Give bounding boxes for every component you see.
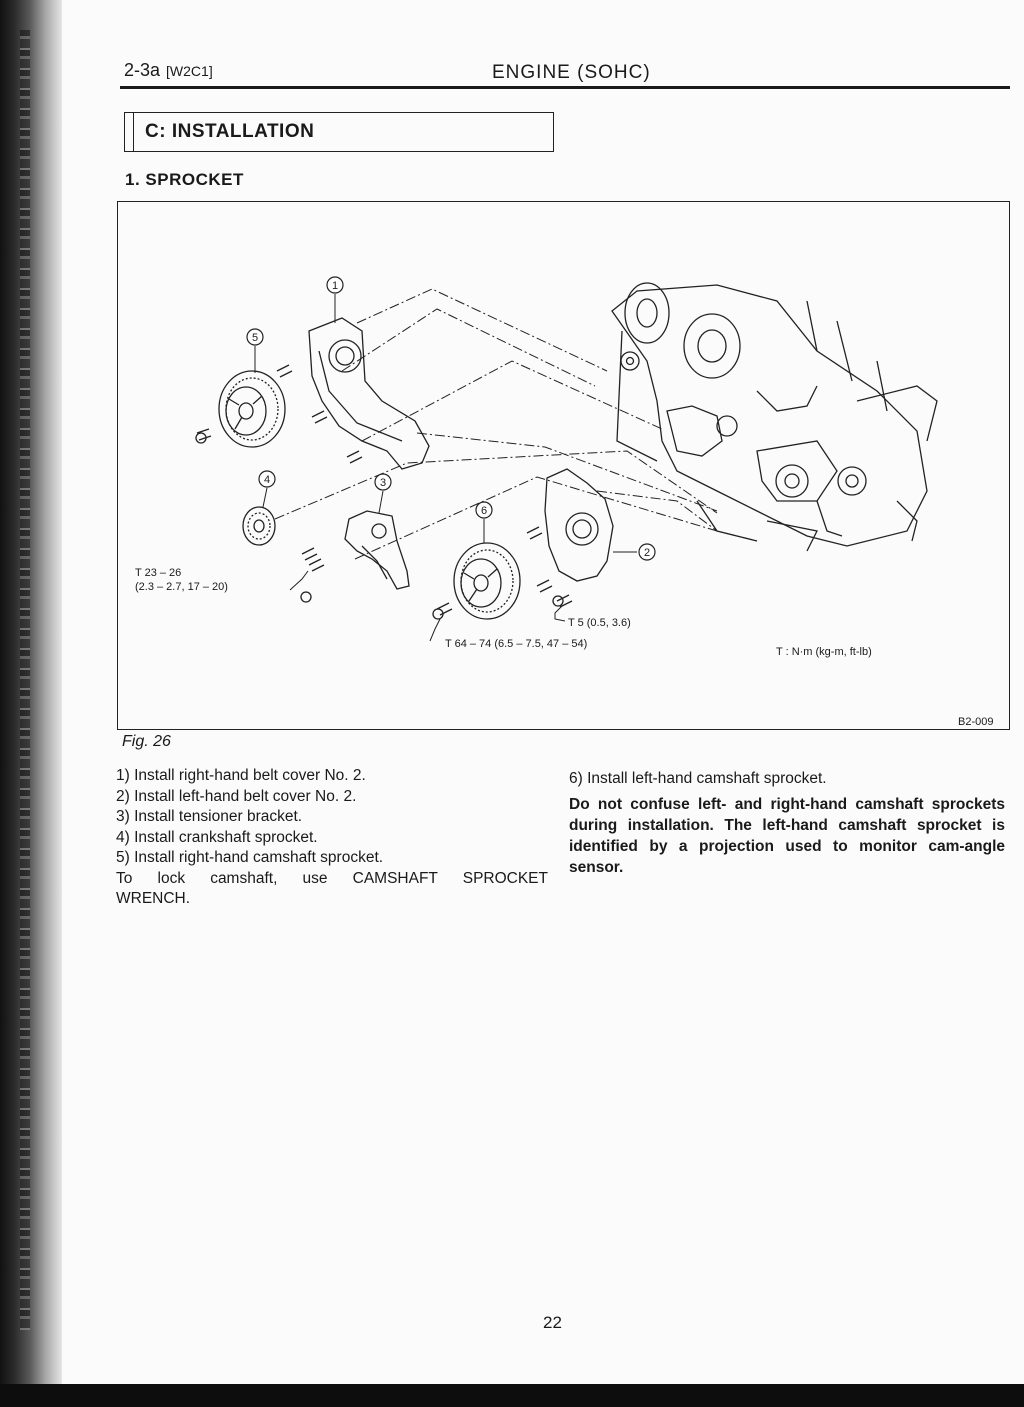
torque-legend: T : N·m (kg-m, ft-lb) <box>776 646 872 658</box>
figure-caption: Fig. 26 <box>122 733 171 750</box>
page-header-left: 2-3a [W2C1] <box>124 60 213 81</box>
page-number: 22 <box>543 1313 562 1332</box>
step-2: 2) Install left-hand belt cover No. 2. <box>116 787 357 805</box>
lh-cam-sprocket-part <box>453 542 521 620</box>
callout-5-label: 5 <box>252 332 258 344</box>
tensioner-bracket-part <box>344 510 410 590</box>
section-box-edge <box>125 113 134 151</box>
torque-spec-1-line1: T 23 – 26 <box>135 567 182 579</box>
step-4: 4) Install crankshaft sprocket. <box>116 828 318 846</box>
torque-spec-1: T 23 – 26 (2.3 – 2.7, 17 – 20) <box>135 566 228 594</box>
header-rule <box>120 86 1010 89</box>
alignment-lines <box>274 288 758 560</box>
step-5: 5) Install right-hand camshaft sprocket. <box>116 849 384 866</box>
page-header-title: ENGINE (SOHC) <box>492 62 651 83</box>
step-6: 6) Install left-hand camshaft sprocket. <box>569 770 827 787</box>
rh-cam-sprocket-part <box>218 370 286 448</box>
procedure-right-column: 6) Install left-hand camshaft sprocket. … <box>569 768 1005 878</box>
subsection-title: 1. SPROCKET <box>125 170 244 189</box>
lh-belt-cover-part <box>544 468 614 582</box>
callout-6-label: 6 <box>481 505 487 517</box>
callout-2: 2 <box>638 543 656 561</box>
callout-3: 3 <box>374 473 392 491</box>
figure-code: B2-009 <box>958 716 994 728</box>
callout-leaders <box>254 294 637 642</box>
exploded-view-diagram: 1 2 3 4 5 6 <box>195 276 938 642</box>
section-title-box: C: INSTALLATION <box>124 112 554 152</box>
scan-bottom-edge <box>0 1384 1024 1407</box>
caution-note: Do not confuse left- and right-hand cams… <box>569 796 1005 876</box>
step-3: 3) Install tensioner bracket. <box>116 808 303 825</box>
step-5-note-line1: To lock camshaft, use CAMSHAFT SPROCKET <box>116 869 548 887</box>
callout-5: 5 <box>246 328 264 346</box>
callout-4: 4 <box>258 470 276 488</box>
callout-markers: 1 2 3 4 5 6 <box>246 276 656 561</box>
crank-sprocket-part <box>242 506 276 546</box>
callout-3-label: 3 <box>380 477 386 489</box>
step-5-note-line2: WRENCH. <box>116 890 191 907</box>
bolt-icons <box>195 364 573 620</box>
section-title: C: INSTALLATION <box>145 121 315 142</box>
callout-1-label: 1 <box>332 280 338 292</box>
figure-frame <box>117 201 1010 730</box>
scan-binding-shadow <box>0 0 62 1407</box>
engine-block-drawing <box>611 282 938 552</box>
section-code: 2-3a <box>124 60 161 80</box>
step-1: 1) Install right-hand belt cover No. 2. <box>116 767 366 784</box>
torque-spec-3: T 64 – 74 (6.5 – 7.5, 47 – 54) <box>445 638 588 650</box>
callout-2-label: 2 <box>644 547 650 559</box>
callout-4-label: 4 <box>264 474 270 486</box>
torque-spec-2: T 5 (0.5, 3.6) <box>568 617 631 629</box>
torque-spec-1-line2: (2.3 – 2.7, 17 – 20) <box>135 581 228 593</box>
callout-1: 1 <box>326 276 344 294</box>
rh-belt-cover-part <box>308 317 430 470</box>
bracket-code: [W2C1] <box>166 63 213 79</box>
procedure-steps: 1) Install right-hand belt cover No. 2. … <box>116 766 548 910</box>
callout-6: 6 <box>475 501 493 519</box>
